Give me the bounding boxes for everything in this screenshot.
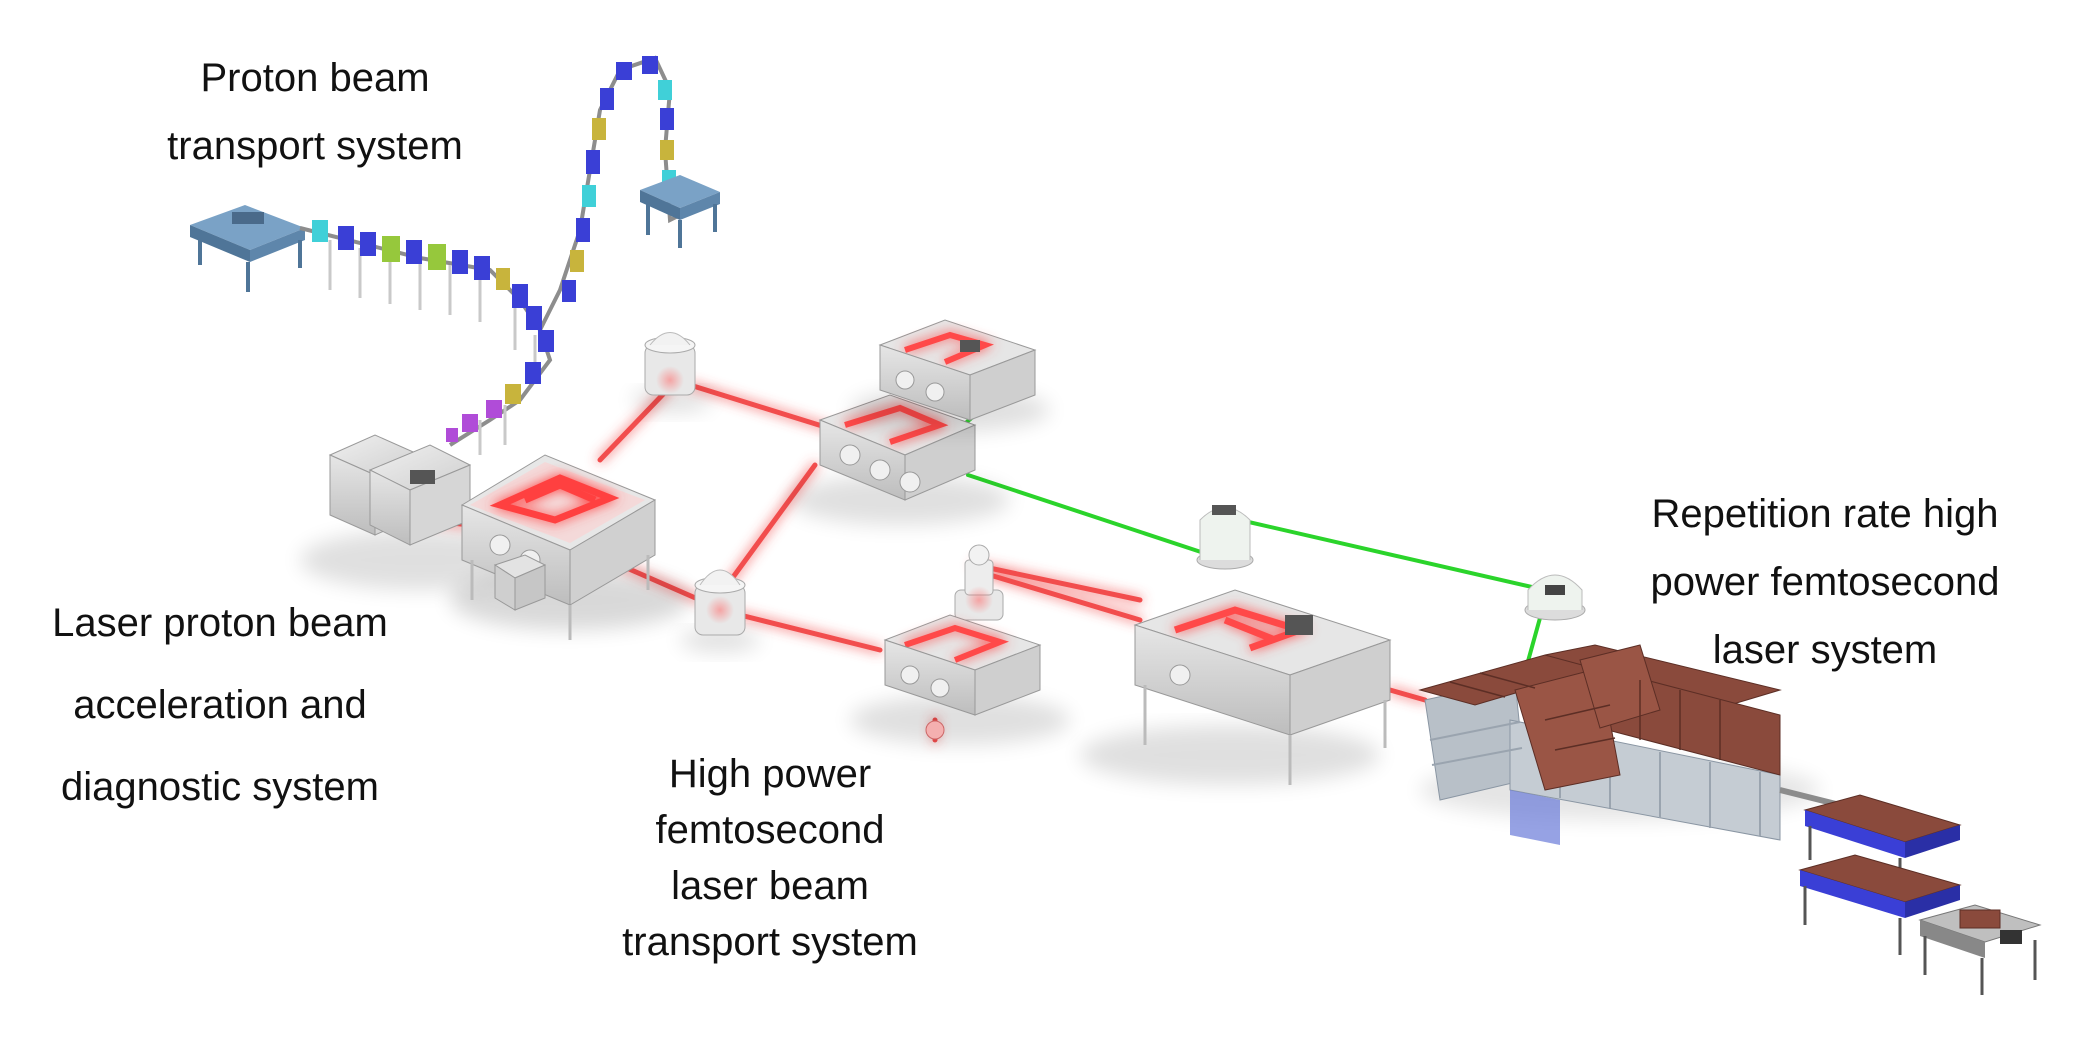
label-line: transport system	[167, 124, 463, 168]
pump-laser-table-3	[1918, 904, 2042, 995]
diagnostic-chamber-small	[328, 434, 472, 546]
transport-chambers	[632, 319, 1586, 785]
periscope-chamber	[954, 544, 1004, 621]
femtosecond-laser-system	[1418, 644, 2042, 995]
compressor-chamber-upper	[850, 319, 1050, 432]
acceleration-target-chamber	[450, 454, 690, 640]
proton-end-station-right	[640, 175, 720, 248]
label-line: acceleration and	[73, 683, 367, 727]
label-laser-proton-acceleration: Laser proton beam acceleration and diagn…	[10, 582, 430, 828]
label-line: power femtosecond	[1650, 560, 2000, 604]
pulse-chamber-large	[1080, 589, 1392, 785]
label-line: Laser proton beam	[52, 601, 388, 645]
label-line: laser beam	[671, 864, 869, 908]
proton-end-station-left	[190, 205, 305, 292]
label-high-power-beam-transport: High power femtosecond laser beam transp…	[560, 746, 980, 970]
label-line: transport system	[622, 920, 918, 964]
label-line: laser system	[1712, 628, 1938, 672]
label-line: Repetition rate high	[1651, 492, 1999, 536]
label-line: diagnostic system	[61, 765, 379, 809]
glass-dome-2	[1524, 574, 1586, 621]
compressor-chamber-lower	[850, 614, 1070, 745]
pump-laser-table-1	[1803, 794, 1962, 890]
turning-chamber-lower	[680, 569, 760, 652]
turning-chamber-upper	[632, 332, 712, 412]
label-femtosecond-laser-system: Repetition rate high power femtosecond l…	[1615, 480, 2035, 684]
label-proton-beam-transport: Proton beam transport system	[135, 44, 495, 180]
glass-dome-1	[1196, 505, 1254, 570]
label-line: High power	[668, 752, 872, 796]
proton-beam-transport-line	[190, 55, 720, 455]
acceleration-diagnostic-chambers	[300, 434, 690, 640]
pump-laser-table-2	[1798, 854, 1962, 955]
laser-beams	[422, 382, 1547, 743]
label-line: Proton beam	[200, 56, 430, 100]
label-line: femtosecond	[655, 808, 885, 852]
red-laser-beams	[422, 382, 1428, 743]
